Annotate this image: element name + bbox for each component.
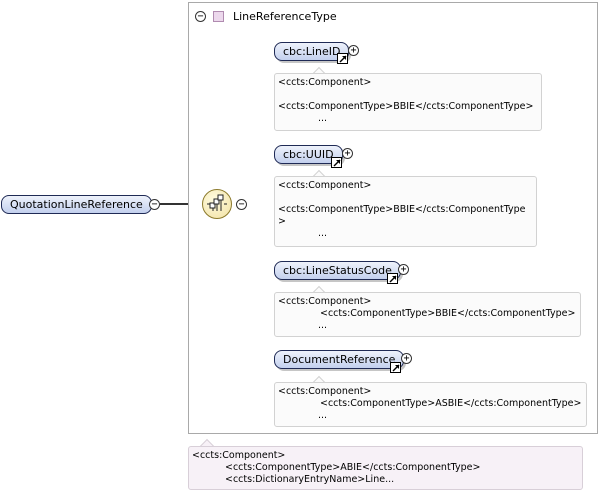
complex-type-name: LineReferenceType	[233, 9, 337, 23]
annotation-line	[278, 192, 533, 204]
root-element-quotation-line-reference[interactable]: QuotationLineReference	[1, 195, 152, 214]
element-label: cbc:UUID	[283, 148, 334, 161]
annotation-line: <ccts:ComponentType>BBIE</ccts:Component…	[278, 101, 534, 112]
annotation-line: >	[278, 216, 286, 227]
annotation-line: <ccts:Component>	[278, 180, 372, 191]
root-element-collapse-toggle[interactable]: −	[149, 199, 160, 210]
annotation-lineid: <ccts:Component> <ccts:ComponentType>BBI…	[274, 73, 542, 131]
annotation-ellipsis: ...	[318, 228, 328, 239]
annotation-line: <ccts:ComponentType>ASBIE</ccts:Componen…	[320, 398, 582, 409]
annotation-document-reference: <ccts:Component> <ccts:ComponentType>ASB…	[274, 382, 587, 427]
element-expand-toggle[interactable]: +	[342, 148, 353, 159]
reference-arrow-icon	[390, 362, 401, 373]
complex-type-header: − LineReferenceType	[195, 9, 337, 23]
annotation-root-type: <ccts:Component> <ccts:ComponentType>ABI…	[188, 446, 583, 490]
element-label: DocumentReference	[283, 353, 396, 366]
annotation-uuid: <ccts:Component> <ccts:ComponentType>BBI…	[274, 176, 537, 247]
element-cbc-lineid[interactable]: cbc:LineID	[274, 42, 350, 61]
annotation-line: <ccts:Component>	[278, 77, 372, 88]
complex-type-collapse-toggle[interactable]: −	[195, 10, 206, 22]
element-cbc-uuid[interactable]: cbc:UUID	[274, 145, 343, 164]
reference-arrow-icon	[337, 53, 348, 64]
sequence-collapse-toggle[interactable]: −	[236, 199, 247, 210]
annotation-ellipsis: ...	[318, 410, 328, 421]
annotation-line: <ccts:ComponentType>ABIE</ccts:Component…	[225, 462, 481, 473]
element-label: cbc:LineStatusCode	[283, 264, 392, 277]
annotation-line: <ccts:DictionaryEntryName>Line...	[225, 474, 395, 485]
reference-arrow-icon	[387, 273, 398, 284]
element-expand-toggle[interactable]: +	[401, 353, 412, 364]
element-label: cbc:LineID	[283, 45, 341, 58]
annotation-line: <ccts:ComponentType>BBIE</ccts:Component…	[320, 308, 576, 319]
element-cbc-linestatuscode[interactable]: cbc:LineStatusCode	[274, 261, 401, 280]
sequence-compositor[interactable]	[202, 189, 232, 219]
complex-type-icon	[213, 10, 224, 22]
root-element-label: QuotationLineReference	[10, 198, 143, 211]
annotation-line: <ccts:Component>	[278, 386, 372, 397]
sequence-compositor-icon	[207, 194, 227, 211]
annotation-ellipsis: ...	[318, 113, 328, 124]
element-document-reference[interactable]: DocumentReference	[274, 350, 405, 369]
element-expand-toggle[interactable]: +	[348, 45, 359, 56]
reference-arrow-icon	[331, 157, 342, 168]
annotation-line: <ccts:Component>	[278, 296, 372, 307]
annotation-line	[278, 89, 538, 101]
element-expand-toggle[interactable]: +	[398, 264, 409, 275]
annotation-line: <ccts:ComponentType>BBIE</ccts:Component…	[278, 204, 526, 215]
annotation-linestatuscode: <ccts:Component> <ccts:ComponentType>BBI…	[274, 292, 581, 337]
annotation-line: <ccts:Component>	[192, 450, 286, 461]
annotation-ellipsis: ...	[318, 320, 328, 331]
